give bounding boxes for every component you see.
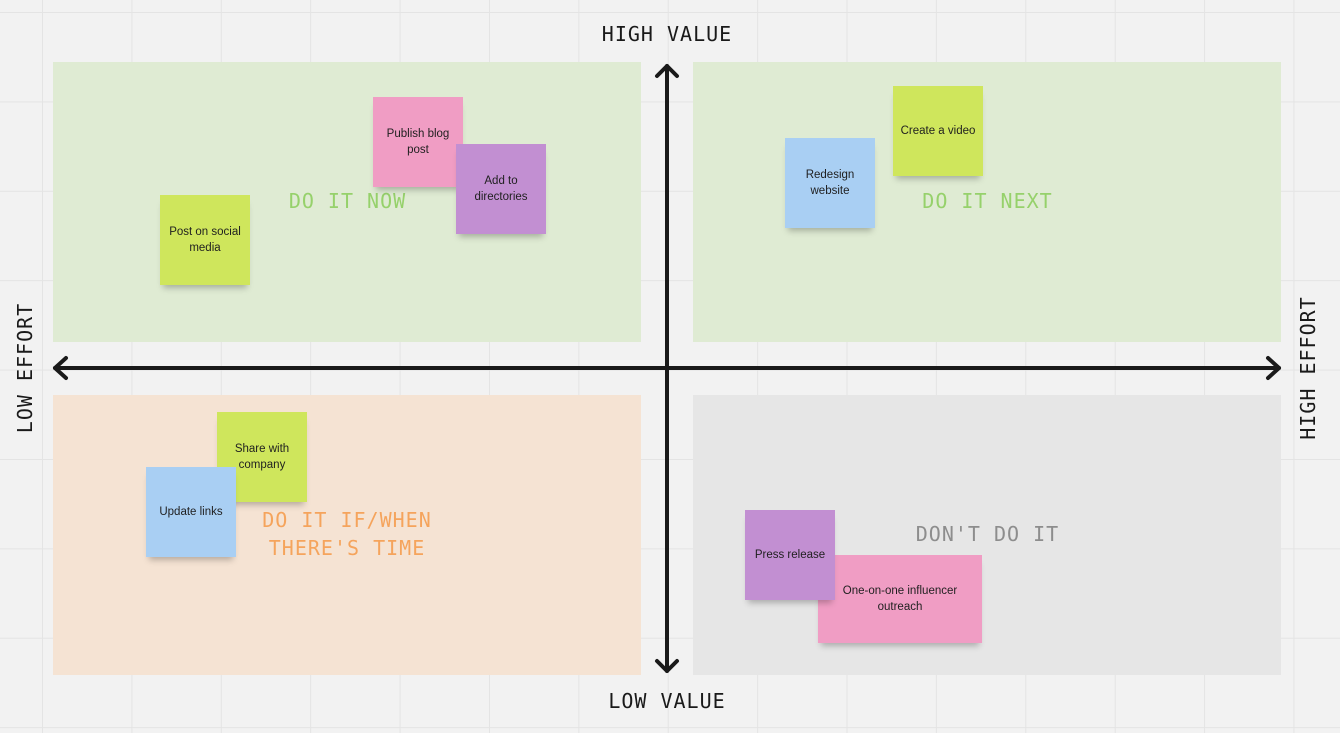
sticky-note-text: Post on social media bbox=[169, 226, 241, 254]
quadrant-label-dont-do-it: DON'T DO IT bbox=[915, 522, 1060, 546]
axis-label-high-value: HIGH VALUE bbox=[601, 22, 733, 46]
sticky-note-text: Redesign website bbox=[805, 169, 855, 197]
sticky-note-text: One-on-one influencer outreach bbox=[842, 585, 958, 613]
sticky-note-text: Update links bbox=[159, 506, 223, 518]
sticky-note-text: Press release bbox=[754, 549, 826, 561]
sticky-note-text: Add to directories bbox=[474, 175, 528, 203]
axis-label-low-value: LOW VALUE bbox=[608, 689, 726, 713]
sticky-note-add-directories[interactable]: Add to directories bbox=[456, 144, 546, 234]
sticky-note-redesign-website[interactable]: Redesign website bbox=[785, 138, 875, 228]
sticky-note-update-links[interactable]: Update links bbox=[146, 467, 236, 557]
arrow-right-icon bbox=[1266, 356, 1281, 380]
arrow-down-icon bbox=[655, 659, 679, 673]
sticky-note-text: Share with company bbox=[234, 443, 290, 471]
sticky-note-create-video[interactable]: Create a video bbox=[893, 86, 983, 176]
sticky-note-text: Publish blog post bbox=[386, 128, 450, 156]
sticky-note-publish-blog[interactable]: Publish blog post bbox=[373, 97, 463, 187]
axis-label-high-effort: HIGH EFFORT bbox=[1296, 296, 1320, 440]
sticky-note-post-social[interactable]: Post on social media bbox=[160, 195, 250, 285]
sticky-note-text: Create a video bbox=[900, 125, 976, 137]
arrow-left-icon bbox=[53, 356, 68, 380]
sticky-note-press-release[interactable]: Press release bbox=[745, 510, 835, 600]
arrow-up-icon bbox=[655, 64, 679, 78]
sticky-note-influencer-outreach[interactable]: One-on-one influencer outreach bbox=[818, 555, 982, 643]
quadrant-label-do-it-if-time: DO IT IF/WHEN THERE'S TIME bbox=[262, 508, 432, 560]
quadrant-label-do-it-now: DO IT NOW bbox=[288, 189, 407, 213]
axis-label-low-effort: LOW EFFORT bbox=[13, 302, 37, 434]
quadrant-label-do-it-next: DO IT NEXT bbox=[922, 189, 1053, 213]
